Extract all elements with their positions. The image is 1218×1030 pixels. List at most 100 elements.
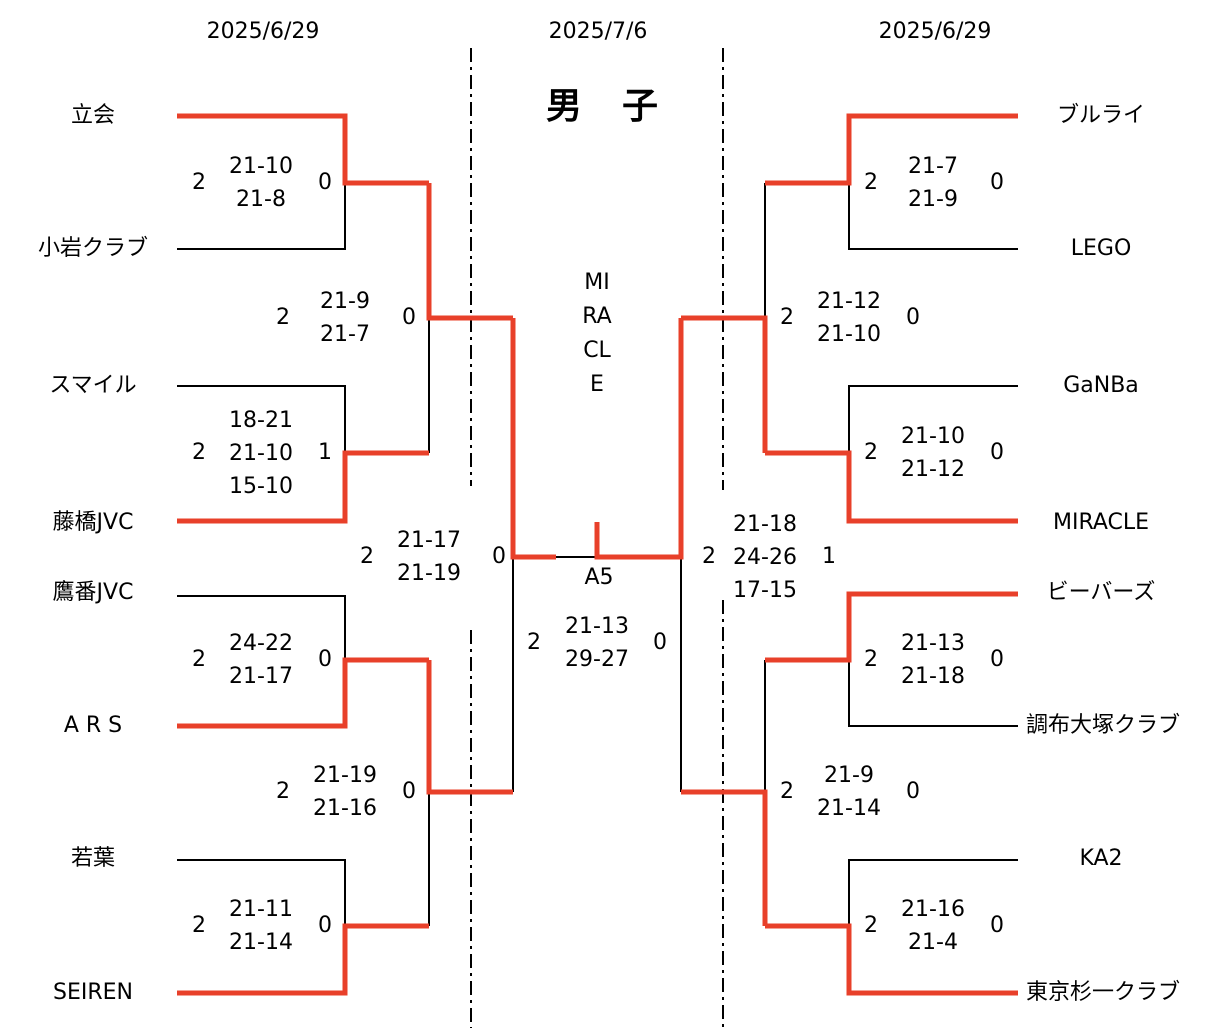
r-r1-3-loser — [848, 660, 1018, 727]
set-score: 21-19 — [397, 561, 461, 586]
match-score-l_r1_2: 18-21 21-10 15-10 — [201, 404, 321, 503]
l-r1-3-loser — [177, 595, 346, 660]
l-r1-1-winner — [177, 113, 429, 186]
r-r1-2-winner — [765, 450, 1018, 524]
r-r1-4-loser — [848, 859, 1018, 926]
sets-won-r_r1_3: 2 — [864, 647, 878, 672]
r-r1-2-loser — [848, 385, 1018, 453]
set-score: 18-21 — [229, 407, 293, 433]
set-score: 21-7 — [320, 322, 370, 347]
team-right-4: MIRACLE — [1052, 510, 1150, 535]
team-right-3: GaNBa — [1063, 373, 1139, 398]
set-score: 21-9 — [908, 187, 958, 212]
set-score: 21-11 — [229, 897, 293, 922]
set-score: 21-13 — [565, 614, 629, 639]
team-right-8: 東京杉一クラブ — [1026, 980, 1181, 1005]
l-r3-winner — [510, 318, 556, 560]
set-score: 21-18 — [733, 511, 797, 537]
set-score: 21-17 — [397, 528, 461, 553]
team-left-7: 若葉 — [70, 846, 115, 871]
team-left-5: 鷹番JVC — [52, 580, 134, 605]
team-right-1: ブルライ — [1056, 103, 1145, 128]
r-r3-winner — [594, 318, 684, 560]
r-r1-4-winner — [765, 923, 1018, 996]
set-score: 15-10 — [229, 473, 293, 499]
team-left-4: 藤橋JVC — [52, 510, 134, 535]
set-score: 21-9 — [824, 763, 874, 788]
r-r1-1-loser — [848, 183, 1018, 250]
match-score-r_r2_1: 21-12 21-10 — [789, 285, 909, 351]
bracket-lines-winner — [177, 113, 1018, 996]
set-score: 21-9 — [320, 289, 370, 314]
match-score-l_r1_3: 24-22 21-17 — [201, 627, 321, 693]
page-title: 男 子 — [546, 86, 661, 127]
sets-lost-r_r3: 1 — [822, 544, 836, 569]
set-score: 21-12 — [817, 289, 881, 314]
set-score: 21-17 — [229, 664, 293, 689]
team-right-6: 調布大塚クラブ — [1026, 713, 1181, 738]
bracket-lines-black — [177, 183, 1018, 926]
sets-won-l_r2_2: 2 — [276, 779, 290, 804]
set-score: 21-14 — [229, 930, 293, 955]
r-r2-2-winner — [681, 789, 768, 926]
sets-won-r_r1_4: 2 — [864, 913, 878, 938]
set-score: 21-4 — [908, 930, 958, 955]
r-r2-1-winner — [681, 315, 768, 453]
final-match-code: A5 — [584, 565, 614, 590]
l-r1-3-winner — [177, 657, 429, 729]
set-score: 21-10 — [817, 322, 881, 347]
set-score: 21-8 — [236, 187, 286, 212]
set-score: 21-10 — [901, 424, 965, 449]
set-score: 21-7 — [908, 154, 958, 179]
sets-lost-l_r2_1: 0 — [402, 305, 416, 330]
date-left: 2025/6/29 — [206, 19, 320, 44]
sets-won-r_r3: 2 — [702, 544, 716, 569]
set-score: 21-16 — [313, 796, 377, 821]
sets-won-final: 2 — [527, 630, 541, 655]
date-center: 2025/7/6 — [548, 19, 648, 44]
sets-lost-l_r2_2: 0 — [402, 779, 416, 804]
sets-won-r_r2_1: 2 — [780, 305, 794, 330]
match-score-l_r1_4: 21-11 21-14 — [201, 893, 321, 959]
l-r1-4-loser — [177, 859, 346, 926]
set-score: 29-27 — [565, 647, 629, 672]
set-score: 21-19 — [313, 763, 377, 788]
r-r1-1-winner — [765, 113, 1018, 186]
l-r1-2-winner — [177, 450, 429, 524]
sets-lost-r_r2_1: 0 — [906, 305, 920, 330]
sets-lost-l_r3: 0 — [492, 544, 506, 569]
sets-won-l_r3: 2 — [360, 544, 374, 569]
sets-won-l_r1_3: 2 — [192, 647, 206, 672]
round-dividers — [470, 48, 724, 1028]
match-score-l_r2_1: 21-9 21-7 — [285, 285, 405, 351]
team-left-2: 小岩クラブ — [37, 236, 148, 261]
l-r2-1-winner — [426, 183, 513, 321]
sets-won-l_r1_4: 2 — [192, 913, 206, 938]
sets-lost-r_r2_2: 0 — [906, 779, 920, 804]
team-left-8: SEIREN — [53, 980, 133, 1005]
champion-name: MIRACLE — [582, 270, 612, 397]
sets-won-r_r1_1: 2 — [864, 170, 878, 195]
sets-won-l_r1_2: 2 — [192, 440, 206, 465]
set-score: 21-10 — [229, 440, 293, 466]
l-r1-2-loser — [177, 385, 346, 453]
sets-lost-r_r1_1: 0 — [990, 170, 1004, 195]
l-r2-2-winner — [426, 660, 513, 795]
team-right-7: KA2 — [1079, 846, 1123, 871]
match-score-l_r2_2: 21-19 21-16 — [285, 759, 405, 825]
set-score: 21-10 — [229, 154, 293, 179]
sets-lost-r_r1_4: 0 — [990, 913, 1004, 938]
sets-won-l_r2_1: 2 — [276, 305, 290, 330]
r-r1-3-winner — [765, 591, 1018, 663]
sets-lost-r_r1_3: 0 — [990, 647, 1004, 672]
sets-lost-l_r1_2: 1 — [318, 440, 332, 465]
sets-won-r_r2_2: 2 — [780, 779, 794, 804]
team-right-2: LEGO — [1070, 236, 1132, 261]
set-score: 24-26 — [733, 544, 797, 570]
sets-lost-r_r1_2: 0 — [990, 440, 1004, 465]
set-score: 24-22 — [229, 631, 293, 656]
team-left-3: スマイル — [49, 373, 137, 398]
